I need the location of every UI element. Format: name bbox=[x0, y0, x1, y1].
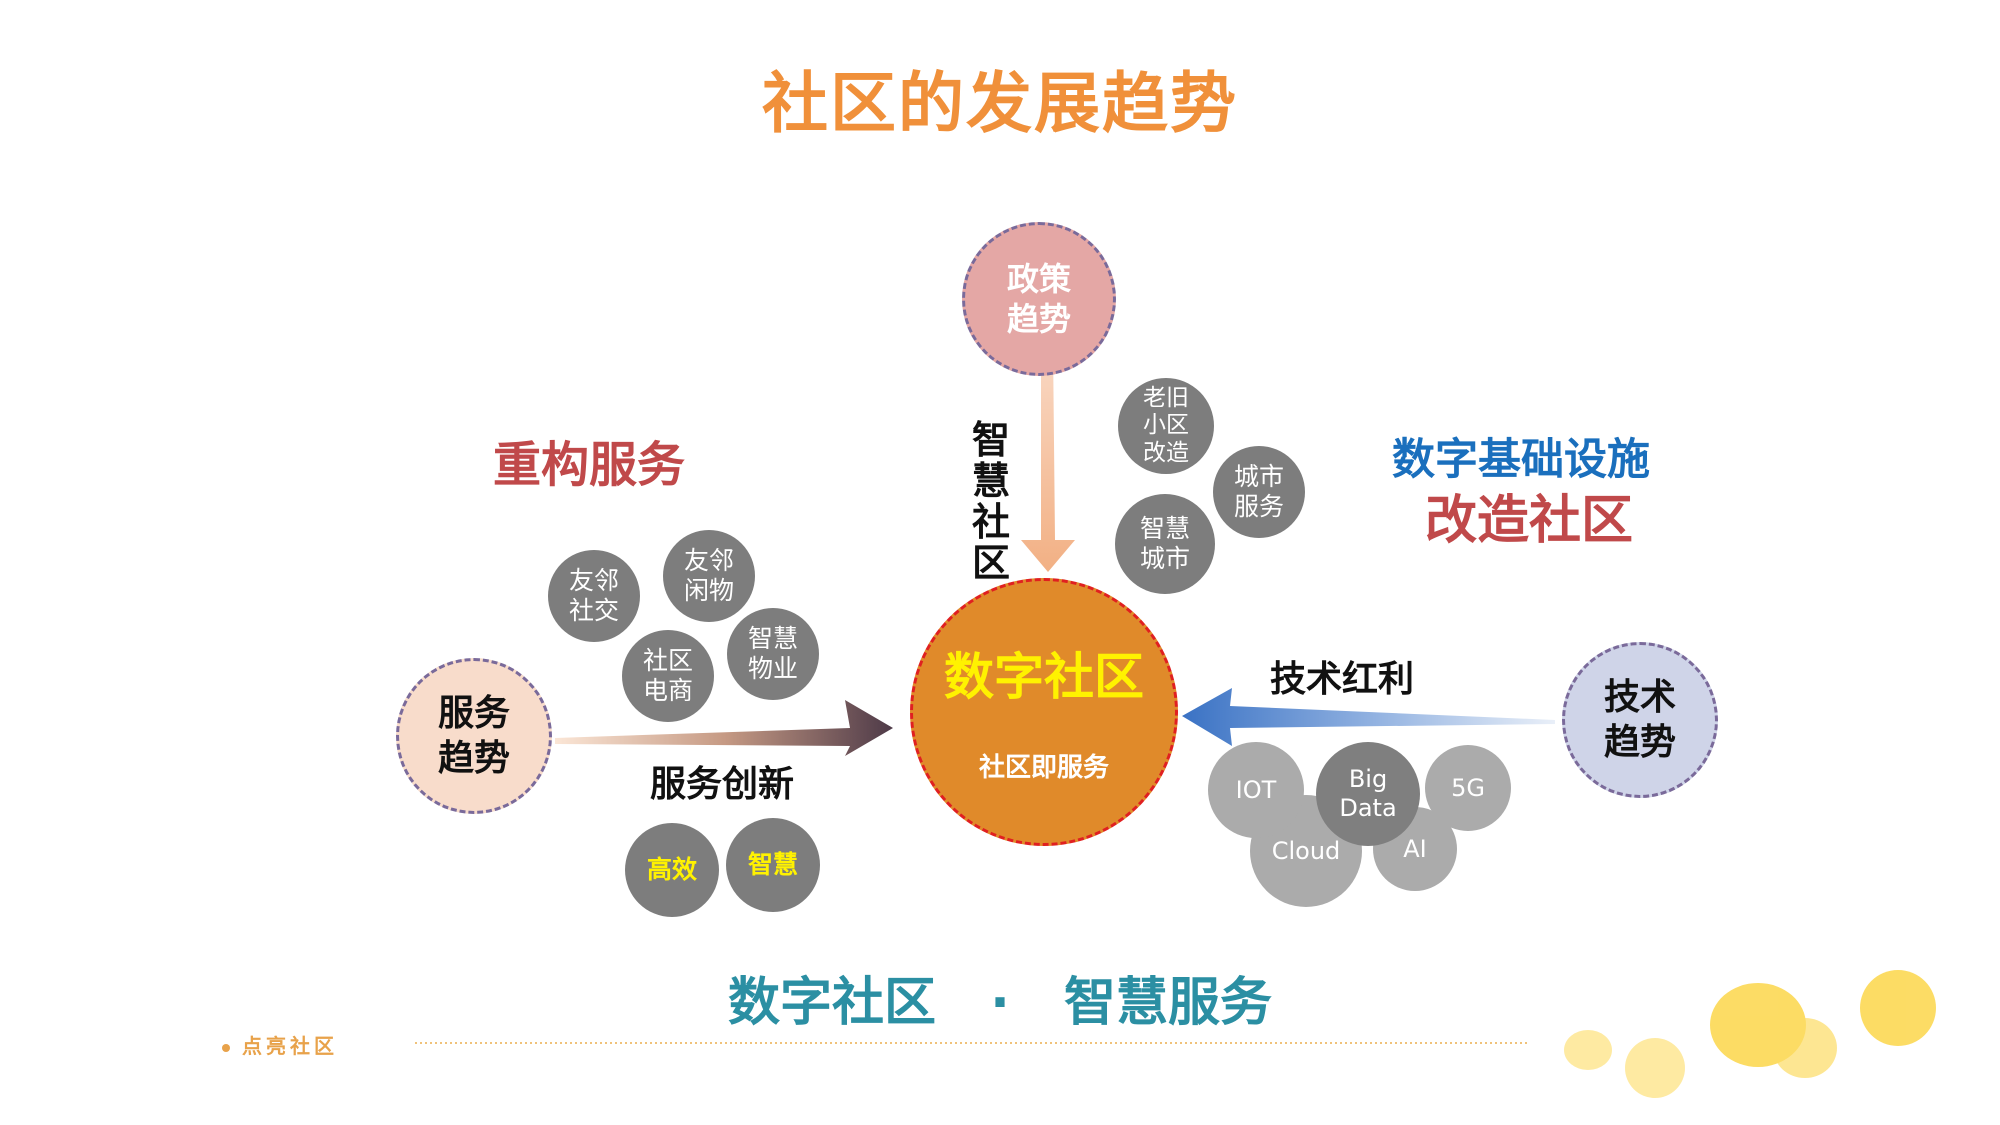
tech-trend-label: 技术 趋势 bbox=[1603, 677, 1676, 763]
center-subtitle: 社区即服务 bbox=[978, 752, 1109, 783]
page-title: 社区的发展趋势 bbox=[762, 65, 1238, 142]
slogan-left: 数字社区 bbox=[727, 973, 936, 1033]
slogan-right: 智慧服务 bbox=[1063, 973, 1272, 1033]
tech-iot: IOT bbox=[1208, 742, 1304, 838]
footer-dot-icon bbox=[222, 1043, 230, 1052]
heading-digital-infrastructure: 数字基础设施 bbox=[1392, 435, 1650, 485]
topic-smart-property: 智慧 物业 bbox=[727, 608, 819, 700]
service-innovation-label: 服务创新 bbox=[650, 764, 795, 805]
topic-old-community-renovation: 老旧 小区 改造 bbox=[1118, 378, 1214, 474]
tech-big-data: Big Data bbox=[1316, 742, 1420, 846]
blob bbox=[1564, 1030, 1612, 1070]
blob bbox=[1860, 970, 1936, 1046]
topic-neighbor-social: 友邻 社交 bbox=[548, 550, 640, 642]
heading-transform-community: 改造社区 bbox=[1425, 491, 1634, 551]
policy-arrow bbox=[1021, 345, 1075, 572]
slogan: 数字社区 · 智慧服务 bbox=[0, 960, 2000, 1035]
center-title: 数字社区 bbox=[944, 647, 1144, 706]
policy-trend-circle: 政策 趋势 bbox=[962, 222, 1116, 376]
blob bbox=[1773, 1018, 1837, 1078]
topic-neighbor-idle-goods: 友邻 闲物 bbox=[663, 530, 755, 622]
tech-dividend-label: 技术红利 bbox=[1270, 659, 1415, 700]
heading-rebuild-services: 重构服务 bbox=[493, 437, 686, 493]
smart-community-label: 智慧社区 bbox=[971, 418, 1010, 586]
slogan-separator: · bbox=[990, 973, 1010, 1033]
policy-trend-label: 政策 趋势 bbox=[1006, 260, 1071, 338]
value-smart: 智慧 bbox=[726, 818, 820, 912]
service-trend-label: 服务 趋势 bbox=[437, 693, 510, 779]
value-efficient: 高效 bbox=[625, 823, 719, 917]
tech-5g: 5G bbox=[1425, 745, 1511, 831]
decorative-blobs bbox=[1564, 970, 1936, 1098]
topic-smart-city: 智慧 城市 bbox=[1115, 494, 1215, 594]
topic-community-ecommerce: 社区 电商 bbox=[622, 630, 714, 722]
digital-community-circle: 数字社区 社区即服务 bbox=[910, 578, 1178, 846]
service-arrow bbox=[555, 700, 893, 756]
footer-brand-text: 点亮社区 bbox=[242, 1034, 338, 1058]
blob bbox=[1625, 1038, 1685, 1098]
service-trend-circle: 服务 趋势 bbox=[396, 658, 552, 814]
tech-arrow bbox=[1182, 688, 1555, 746]
topic-city-services: 城市 服务 bbox=[1213, 446, 1305, 538]
footer-brand: 点亮社区 bbox=[222, 1030, 338, 1059]
tech-trend-circle: 技术 趋势 bbox=[1562, 642, 1718, 798]
